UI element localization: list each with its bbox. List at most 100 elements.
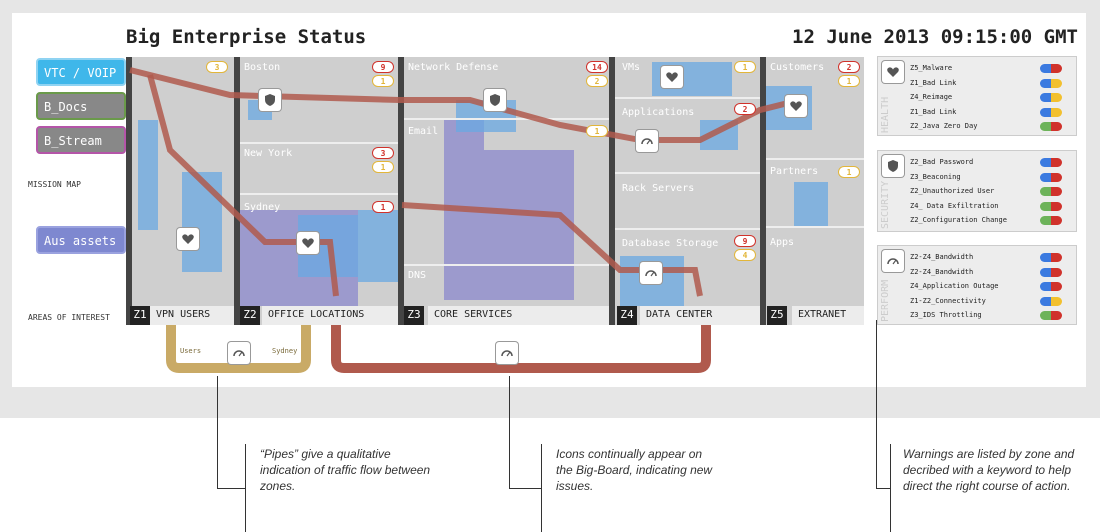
zone-label[interactable]: CORE SERVICES: [428, 306, 609, 325]
subsystem-network-defense[interactable]: Network Defense: [408, 62, 499, 73]
subsystem-rack-servers[interactable]: Rack Servers: [622, 183, 695, 194]
performance-panel: PERFORM Z2-Z4_Bandwidth Z2-Z4_Bandwidth …: [877, 245, 1077, 325]
zone-label[interactable]: DATA CENTER: [640, 306, 760, 325]
shield-icon: [882, 155, 904, 177]
page-title: Big Enterprise Status: [126, 26, 367, 48]
zone-label[interactable]: VPN USERS: [150, 306, 234, 325]
warning-item[interactable]: Z1_Bad Link: [910, 108, 957, 116]
panel-label: HEALTH: [880, 96, 891, 133]
leader-line: [876, 488, 890, 489]
status-pill: [1040, 108, 1062, 117]
annotation-icons: Icons continually appear on the Big-Boar…: [556, 447, 713, 493]
mission-map-label: MISSION MAP: [28, 180, 81, 189]
heart-icon[interactable]: [661, 66, 683, 88]
panel-label: SECURITY: [880, 180, 891, 229]
count-badge: 4: [734, 249, 756, 261]
subsystem-applications[interactable]: Applications: [622, 107, 695, 118]
subsystem-partners[interactable]: Partners: [770, 166, 819, 177]
status-pill: [1040, 64, 1062, 73]
warning-item[interactable]: Z2_Bad Password: [910, 158, 974, 166]
shield-icon[interactable]: [484, 89, 506, 111]
annotation-warnings: Warnings are listed by zone and decribed…: [903, 447, 1075, 493]
health-panel: HEALTH Z5_Malware Z1_Bad Link Z4_Reimage…: [877, 56, 1077, 136]
divider: [238, 142, 400, 144]
status-pill: [1040, 93, 1062, 102]
zone-id: Z2: [240, 306, 260, 325]
warning-item[interactable]: Z4_Reimage: [910, 93, 953, 101]
warning-item[interactable]: Z1_Bad Link: [910, 79, 957, 87]
subsystem-boston[interactable]: Boston: [244, 62, 281, 73]
leader-line: [217, 376, 218, 488]
gauge-icon[interactable]: [636, 130, 658, 152]
leader-line: [876, 320, 877, 488]
count-badge: 9: [372, 61, 394, 73]
annotation-area: [0, 418, 1100, 532]
subsystem-new-york[interactable]: New York: [244, 148, 293, 159]
subsystem-database-storage[interactable]: Database Storage: [622, 238, 719, 249]
security-panel: SECURITY Z2_Bad Password Z3_Beaconing Z2…: [877, 150, 1077, 232]
gauge-icon[interactable]: [228, 342, 250, 364]
timestamp: 12 June 2013 09:15:00 GMT: [792, 26, 1078, 48]
status-pill: [1040, 122, 1062, 131]
status-pill: [1040, 216, 1062, 225]
pipe-label: Sydney: [346, 347, 372, 355]
gauge-icon[interactable]: [496, 342, 518, 364]
warning-item[interactable]: Z5_Malware: [910, 64, 953, 72]
warning-item[interactable]: Z2_Unauthorized User: [910, 187, 995, 195]
count-badge: 9: [734, 235, 756, 247]
heart-icon[interactable]: [785, 95, 807, 117]
warning-item[interactable]: Z4_ Data Exfiltration: [910, 202, 999, 210]
status-pill: [1040, 311, 1062, 320]
sidebar-item-b-stream[interactable]: B_Stream: [36, 126, 126, 154]
shield-icon[interactable]: [259, 89, 281, 111]
subsystem-email[interactable]: Email: [408, 126, 439, 137]
zone-separator: [398, 57, 404, 325]
count-badge: 1: [838, 75, 860, 87]
warning-item[interactable]: Z1-Z2_Connectivity: [910, 297, 986, 305]
divider: [614, 172, 762, 174]
count-badge: 1: [838, 166, 860, 178]
leader-line: [509, 488, 541, 489]
subsystem-vms[interactable]: VMs: [622, 62, 641, 73]
subsystem-customers[interactable]: Customers: [770, 62, 825, 73]
heart-icon[interactable]: [177, 228, 199, 250]
gauge-icon[interactable]: [640, 262, 662, 284]
sidebar-item-aus-assets[interactable]: Aus assets: [36, 226, 126, 254]
count-badge: 1: [586, 125, 608, 137]
panel-label: PERFORM: [880, 279, 891, 322]
annotation-pipes: “Pipes” give a qualitative indication of…: [260, 447, 431, 493]
pipe-label: Sydney: [272, 347, 298, 355]
zone-separator: [234, 57, 240, 325]
count-badge: 2: [586, 75, 608, 87]
leader-line: [217, 488, 245, 489]
leader-line: [541, 444, 542, 532]
heart-icon[interactable]: [297, 232, 319, 254]
leader-line: [509, 376, 510, 488]
warning-item[interactable]: Z4_Application Outage: [910, 282, 999, 290]
subsystem-sydney[interactable]: Sydney: [244, 202, 281, 213]
status-pill: [1040, 173, 1062, 182]
zone-label[interactable]: OFFICE LOCATIONS: [262, 306, 398, 325]
warning-item[interactable]: Z2-Z4_Bandwidth: [910, 268, 974, 276]
purple-region: [484, 150, 574, 300]
warning-item[interactable]: Z2_Configuration Change: [910, 216, 1007, 224]
leader-line: [890, 444, 891, 532]
warning-item[interactable]: Z3_IDS Throttling: [910, 311, 982, 319]
zone-label[interactable]: EXTRANET: [792, 306, 864, 325]
blue-region: [794, 182, 828, 226]
subsystem-apps[interactable]: Apps: [770, 237, 795, 248]
subsystem-dns[interactable]: DNS: [408, 270, 427, 281]
heart-icon: [882, 61, 904, 83]
count-badge: 1: [372, 201, 394, 213]
warning-item[interactable]: Z3_Beaconing: [910, 173, 961, 181]
zone-id: Z4: [617, 306, 637, 325]
zone-id: Z1: [130, 306, 150, 325]
warning-item[interactable]: Z2_Java Zero Day: [910, 122, 978, 130]
sidebar-item-b-docs[interactable]: B_Docs: [36, 92, 126, 120]
warning-item[interactable]: Z2-Z4_Bandwidth: [910, 253, 974, 261]
count-badge: 3: [206, 61, 228, 73]
pipe-label: Users: [180, 347, 202, 355]
sidebar-item-vtc-voip[interactable]: VTC / VOIP: [36, 58, 126, 86]
status-pill: [1040, 297, 1062, 306]
